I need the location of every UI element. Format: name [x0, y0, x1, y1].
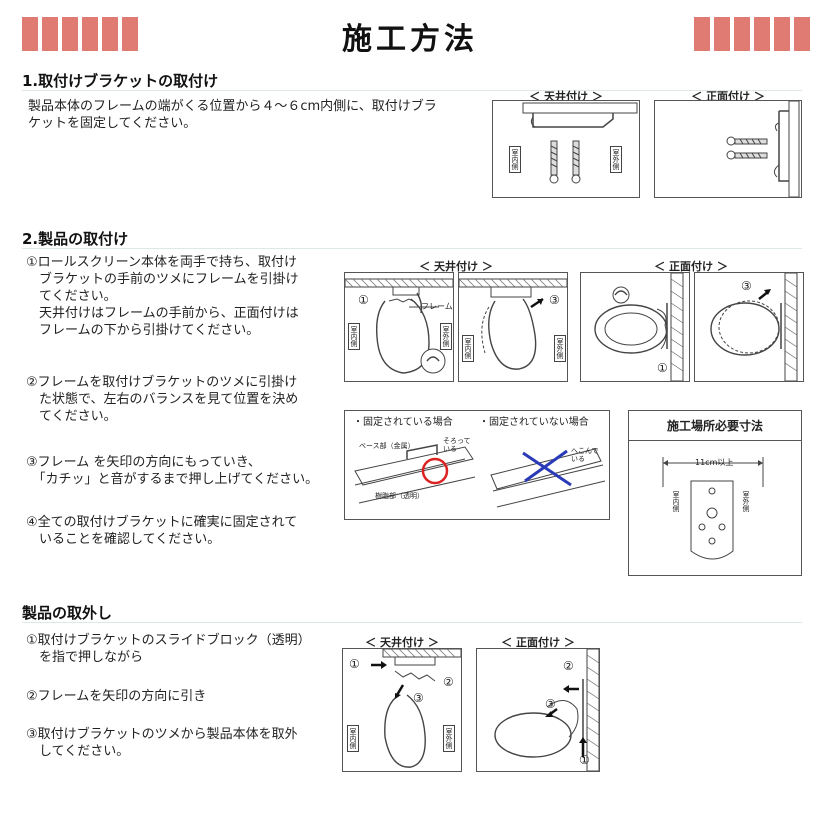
- section1-body: 製品本体のフレームの端がくる位置から４～６cm内側に、取付けブラ ケットを固定し…: [28, 99, 437, 131]
- indoor-tag: 室内側: [672, 491, 680, 512]
- section1-fig-wall: [654, 100, 802, 198]
- sorotte-label: そろっている: [443, 437, 471, 453]
- outdoor-tag: 室外側: [742, 491, 750, 512]
- mark-three: ③: [545, 697, 556, 711]
- section2-step-3: ③フレーム を矢印の方向にもっていき、 「カチッ」と音がするまで押し上げてくださ…: [26, 455, 319, 487]
- section1-rule: [22, 90, 802, 91]
- section2-wall-panel-2: ③: [694, 272, 804, 382]
- section3-fig-ceiling-caption: ＜ 天井付け ＞: [365, 636, 439, 649]
- section2-rule: [22, 248, 802, 249]
- section3-rule: [22, 622, 802, 623]
- section1-fig-wall-caption: ＜ 正面付け ＞: [691, 90, 765, 103]
- indoor-tag: 室内側: [348, 323, 360, 350]
- section2-ceiling-panel-1: ① フレーム 室内側 室外側: [344, 272, 454, 382]
- mark-one: ①: [349, 657, 360, 671]
- section2-step-2: ②フレームを取付けブラケットのツメに引掛け た状態で、左右のバランスを見て位置を…: [26, 375, 299, 424]
- header-stripes-left: [22, 17, 138, 51]
- wall-bracket-drawing: [726, 101, 800, 197]
- section2-fig-wall-caption: ＜ 正面付け ＞: [654, 260, 728, 273]
- section2-step-1: ①ロールスクリーン本体を両手で持ち、取付け ブラケットの手前のツメにフレームを引…: [26, 255, 299, 338]
- dims-title: 施工場所必要寸法: [629, 411, 801, 441]
- mark-three: ③: [413, 691, 424, 705]
- outdoor-tag: 室外側: [554, 335, 566, 362]
- section2-ceiling-panel-2: ③ 室内側 室外側: [458, 272, 568, 382]
- mark-one: ①: [657, 361, 668, 375]
- resin-label: 樹脂部（透明）: [375, 492, 424, 500]
- dims-value: 11cm以上: [695, 458, 734, 467]
- mark-two: ②: [563, 659, 574, 673]
- section2-fig-ceiling-caption: ＜ 天井付け ＞: [419, 260, 493, 273]
- section3-fig-wall-caption: ＜ 正面付け ＞: [501, 636, 575, 649]
- hekonde-label: へこんでいる: [571, 447, 599, 463]
- section3-step-3: ③取付けブラケットのツメから製品本体を取外 してください。: [26, 727, 298, 759]
- ceiling-bracket-drawing: [522, 102, 638, 184]
- outdoor-tag: 室外側: [610, 146, 622, 173]
- section2-heading: 2.製品の取付け: [22, 230, 129, 248]
- indoor-tag: 室内側: [347, 725, 359, 752]
- section3-fig-ceiling: ① ② ③ 室内側 室外側: [342, 648, 462, 772]
- indoor-tag: 室内側: [509, 146, 521, 173]
- mark-one: ①: [579, 753, 590, 767]
- indoor-tag: 室内側: [462, 335, 474, 362]
- header-stripes-right: [694, 17, 810, 51]
- frame-label: フレーム: [421, 302, 453, 311]
- section1-fig-ceiling: 室内側 室外側: [492, 100, 640, 198]
- outdoor-tag: 室外側: [440, 323, 452, 350]
- section3-heading: 製品の取外し: [22, 604, 113, 622]
- not-fixed-label: ・固定されていない場合: [479, 417, 589, 428]
- section3-step-1: ①取付けブラケットのスライドブロック（透明） を指で押しながら: [26, 633, 311, 665]
- section2-wall-panel-1: ①: [580, 272, 690, 382]
- base-label: ベース部（金属）: [359, 442, 415, 450]
- mark-three: ③: [549, 293, 560, 307]
- section2-dims-panel: 施工場所必要寸法 11cm以上 室内側 室外側: [628, 410, 802, 576]
- page-title: 施工方法: [342, 22, 478, 57]
- fixed-label: ・固定されている場合: [353, 417, 453, 428]
- mark-two: ②: [443, 675, 454, 689]
- section3-fig-wall: ② ③ ①: [476, 648, 600, 772]
- section3-step-2: ②フレームを矢印の方向に引き: [26, 689, 207, 704]
- outdoor-tag: 室外側: [443, 725, 455, 752]
- section1-heading: 1.取付けブラケットの取付け: [22, 72, 219, 90]
- section2-fixed-check-panel: ・固定されている場合 ・固定されていない場合 ベース部（金属） 樹脂部（透明） …: [344, 410, 610, 520]
- mark-one: ①: [358, 293, 369, 307]
- mark-three: ③: [741, 279, 752, 293]
- section1-fig-ceiling-caption: ＜ 天井付け ＞: [529, 90, 603, 103]
- section2-step-4: ④全ての取付けブラケットに確実に固定されて いることを確認してください。: [26, 515, 298, 547]
